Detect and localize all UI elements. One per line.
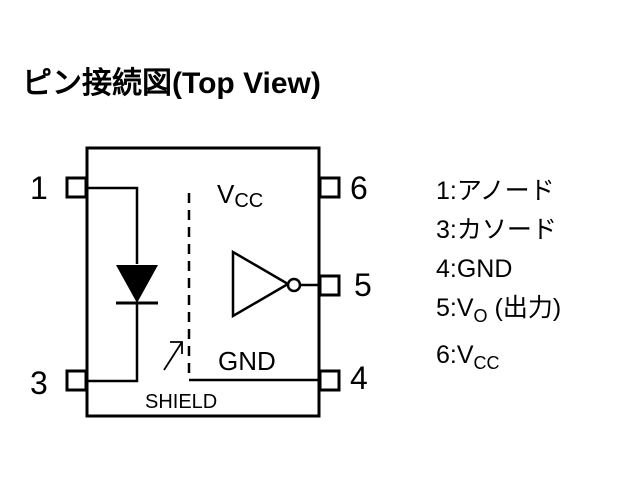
pin-1-pad <box>65 176 88 199</box>
light-arrow-icon <box>163 341 183 371</box>
inverter-icon <box>231 249 291 319</box>
pin-legend: 1:アノード 3:カソード 4:GND 5:VO (出力) 6:VCC <box>436 172 561 383</box>
shield-label: SHIELD <box>145 391 217 413</box>
pin-4-pad <box>318 369 341 392</box>
page-title: ピン接続図(Top View) <box>22 67 321 100</box>
legend-item-6: 6:VCC <box>436 341 500 373</box>
cathode-wire <box>87 302 139 383</box>
gnd-label: GND <box>218 346 276 376</box>
legend-item-4: 4:GND <box>436 255 513 283</box>
pin-6-pad <box>318 176 341 199</box>
pin-1-number: 1 <box>30 170 48 206</box>
pin-4-number: 4 <box>350 360 368 396</box>
pin-5-number: 5 <box>354 267 372 303</box>
pin-3-pad <box>65 369 88 392</box>
vcc-label: VCC <box>217 179 263 212</box>
pin-3-number: 3 <box>30 365 48 401</box>
led-diode-icon <box>116 265 158 303</box>
inverter-bubble <box>286 277 302 293</box>
pin-6-number: 6 <box>350 170 368 206</box>
pin-5-pad <box>318 274 341 297</box>
legend-item-5: 5:VO (出力) <box>436 294 562 326</box>
light-arrow-head <box>170 341 183 354</box>
legend-item-3: 3:カソード <box>436 216 557 244</box>
legend-item-1: 1:アノード <box>436 177 555 205</box>
anode-wire <box>87 186 139 264</box>
